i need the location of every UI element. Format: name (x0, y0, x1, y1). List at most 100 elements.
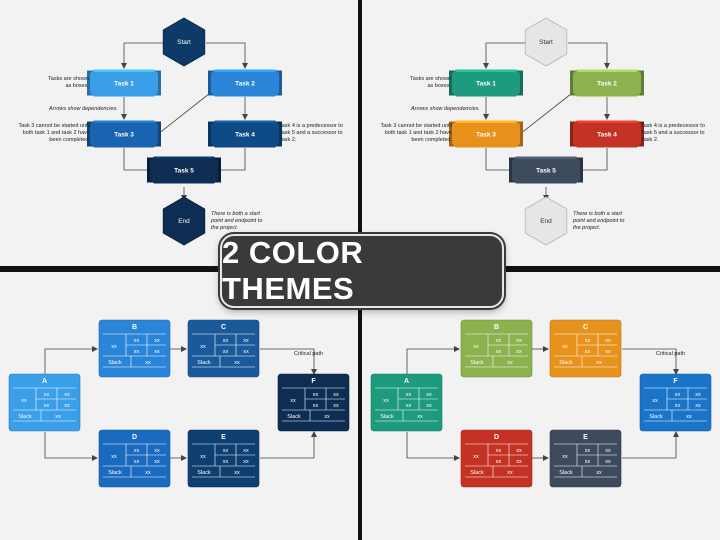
node-f-cell-main: xx (290, 398, 296, 404)
node-d-title: D (494, 434, 499, 441)
connector-task2-task3 (514, 89, 577, 139)
note-task3-line-2: both task 1 and task 2 have (385, 130, 452, 136)
task-2-body (211, 69, 279, 97)
task-1-label: Task 1 (114, 81, 134, 88)
task-5-body (150, 156, 218, 184)
node-c-cell-4: xx (243, 349, 249, 355)
connector-start-task2 (568, 42, 610, 69)
node-d-slack-label: Slack (108, 470, 122, 476)
node-d-cell-3: xx (134, 459, 140, 465)
node-b-title: B (132, 324, 137, 331)
node-b-cell-4: xx (516, 349, 522, 355)
note-task3-line-1: Task 3 cannot be started until (18, 123, 90, 129)
connector-start-task1 (483, 42, 525, 69)
banner-title: 2 COLOR THEMES (220, 234, 504, 308)
node-f-slack-value: xx (686, 414, 692, 420)
node-f-cell-1: xx (675, 392, 681, 398)
node-c-cell-3: xx (585, 349, 591, 355)
node-e-slack-value: xx (234, 470, 240, 476)
node-a-slack-label: Slack (18, 414, 32, 420)
connector-c-f (260, 348, 317, 375)
node-d-cell-main: xx (111, 454, 117, 460)
node-e-title: E (583, 434, 588, 441)
note-boxes-line-2: as boxes. (65, 83, 89, 89)
task-3: Task 3 (87, 120, 161, 148)
node-c-title: C (221, 324, 226, 331)
task-3-label: Task 3 (114, 132, 134, 139)
task-3-body (452, 120, 520, 148)
connector-e-f (622, 431, 679, 459)
node-f-slack-value: xx (324, 414, 330, 420)
node-c-title: C (583, 324, 588, 331)
node-d-cell-2: xx (516, 448, 522, 454)
start-node-label: Start (177, 39, 191, 46)
task-5-body (512, 156, 580, 184)
task-2: Task 2 (208, 69, 282, 97)
node-e-cell-4: xx (243, 459, 249, 465)
connector-a-b (406, 346, 460, 374)
note-arrows: Arrows show dependencies. (48, 106, 118, 112)
node-d-title: D (132, 434, 137, 441)
node-e-cell-main: xx (562, 454, 568, 460)
node-f-cell-3: xx (675, 403, 681, 409)
node-d-cell-4: xx (516, 459, 522, 465)
task-1: Task 1 (449, 69, 523, 97)
node-b-slack-label: Slack (108, 360, 122, 366)
node-c-cell-main: xx (562, 344, 568, 350)
task-1-highlight (456, 69, 516, 72)
node-b-cell-3: xx (496, 349, 502, 355)
node-e-cell-1: xx (585, 448, 591, 454)
task-2-highlight (577, 69, 637, 72)
note-boxes-line-1: Tasks are shown (410, 76, 451, 82)
critical-path-label: Critical path (294, 351, 323, 357)
node-f-slack-label: Slack (287, 414, 301, 420)
connector-a-d (406, 432, 460, 461)
node-a-title: A (404, 378, 409, 385)
node-c-slack-label: Slack (559, 360, 573, 366)
task-4-label: Task 4 (597, 132, 617, 139)
task-5-label: Task 5 (174, 168, 194, 175)
note-task3-line-2: both task 1 and task 2 have (23, 130, 90, 136)
node-a-cell-1: xx (406, 392, 412, 398)
connector-task3-task5 (485, 148, 519, 173)
node-a-slack-label: Slack (380, 414, 394, 420)
node-d-cell-2: xx (154, 448, 160, 454)
note-end-line-2: point and endpoint to (572, 218, 624, 224)
task-5-highlight (516, 156, 576, 159)
node-b-cell-1: xx (496, 338, 502, 344)
node-f-cell-1: xx (313, 392, 319, 398)
node-b-cell-main: xx (111, 344, 117, 350)
node-f-cell-4: xx (695, 403, 701, 409)
connector-start-task2 (206, 42, 248, 69)
end-node: End (524, 196, 568, 246)
node-e-cell-2: xx (243, 448, 249, 454)
node-d-cell-1: xx (496, 448, 502, 454)
task-1-highlight (94, 69, 154, 72)
node-d-slack-value: xx (145, 470, 151, 476)
note-boxes-line-2: as boxes. (427, 83, 451, 89)
node-d-cell-3: xx (496, 459, 502, 465)
task-1-body (452, 69, 520, 97)
node-a-slack-value: xx (55, 414, 61, 420)
task-4-highlight (215, 120, 275, 123)
task-3-highlight (456, 120, 516, 123)
note-task4-line-2: Task 5 and a successor to (279, 130, 343, 136)
node-f-cell-2: xx (695, 392, 701, 398)
note-task3-line-3: been completed. (49, 137, 90, 143)
node-c-cell-3: xx (223, 349, 229, 355)
connector-task4-task5 (211, 148, 246, 173)
node-b-slack-value: xx (507, 360, 513, 366)
node-e-cell-main: xx (200, 454, 206, 460)
node-c-slack-value: xx (596, 360, 602, 366)
node-c-cell-1: xx (223, 338, 229, 344)
note-end-line-1: There is both a start (211, 211, 260, 217)
connector-start-task1 (121, 42, 163, 69)
